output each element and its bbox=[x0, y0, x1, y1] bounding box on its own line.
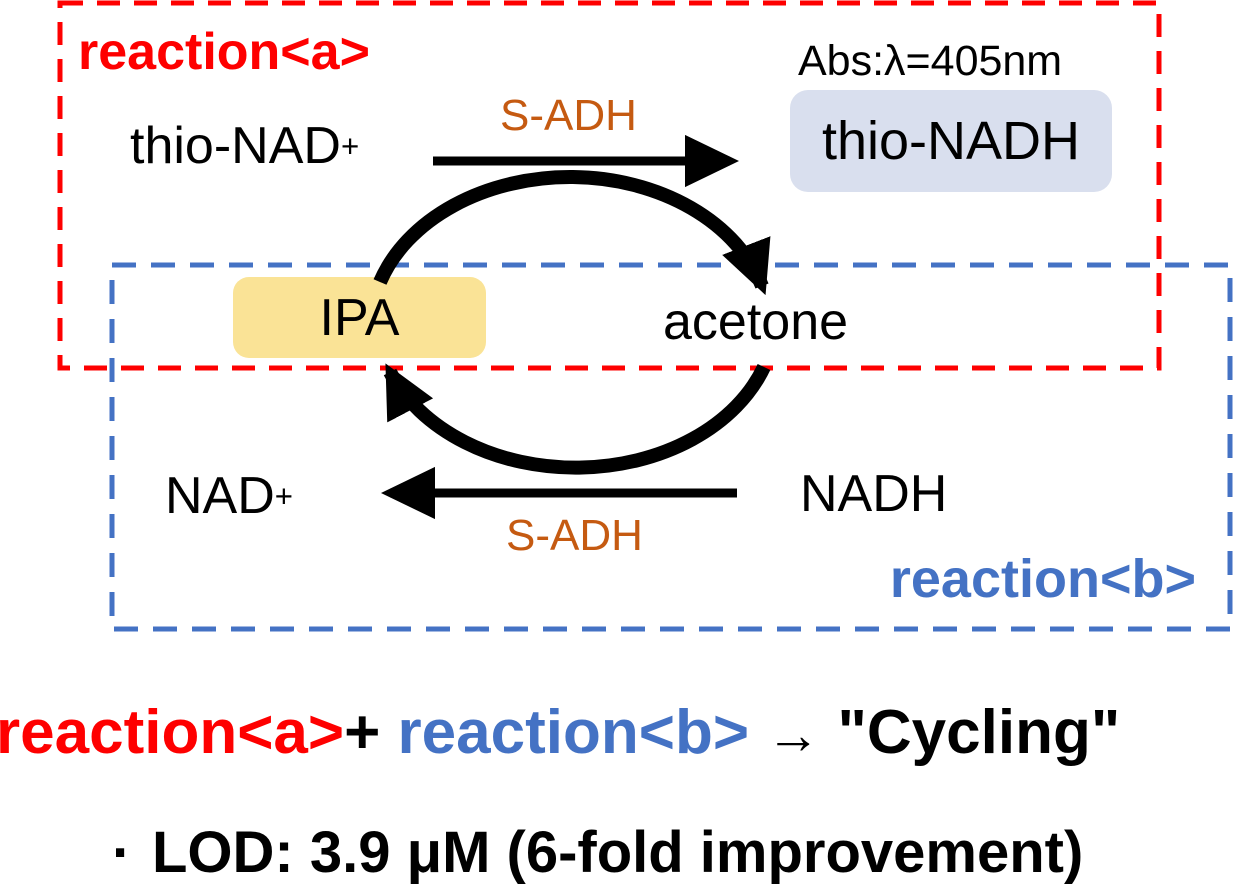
thio-nadh-label: thio-NADH bbox=[821, 111, 1081, 171]
acetone-label: acetone bbox=[663, 293, 849, 351]
cycle-arc-bottom bbox=[383, 363, 771, 475]
ipa-box: IPA bbox=[233, 277, 486, 358]
equation-term-b: reaction<b> bbox=[397, 698, 750, 767]
cycle-arc-top bbox=[373, 170, 771, 296]
enzyme-label-top: S-ADH bbox=[500, 91, 637, 140]
nad-label: NAD+ bbox=[165, 470, 293, 522]
thio-nad-text: thio-NAD bbox=[130, 117, 341, 175]
enzyme-label-bottom: S-ADH bbox=[506, 511, 643, 560]
cycling-equation: reaction<a>+ reaction<b> → "Cycling" bbox=[0, 702, 1120, 764]
reaction-b-label: reaction<b> bbox=[889, 549, 1196, 609]
absorbance-note: Abs:λ=405nm bbox=[798, 37, 1063, 85]
reaction-a-label: reaction<a> bbox=[78, 23, 370, 81]
nadh-label: NADH bbox=[800, 465, 948, 523]
nad-superscript: + bbox=[274, 479, 294, 514]
equation-arrow: → bbox=[766, 705, 821, 765]
thio-nadh-box: thio-NADH bbox=[790, 90, 1112, 192]
lod-note: LOD: 3.9 μM (6-fold improvement) bbox=[152, 820, 1084, 885]
equation-term-a: reaction<a> bbox=[0, 698, 345, 767]
nad-text: NAD bbox=[165, 467, 275, 525]
thio-nad-superscript: + bbox=[340, 129, 360, 164]
thio-nad-label: thio-NAD+ bbox=[130, 120, 359, 172]
ipa-label: IPA bbox=[319, 288, 400, 347]
lod-bullet: · bbox=[112, 820, 132, 885]
equation-plus: + bbox=[344, 698, 381, 767]
equation-result: "Cycling" bbox=[837, 698, 1121, 767]
